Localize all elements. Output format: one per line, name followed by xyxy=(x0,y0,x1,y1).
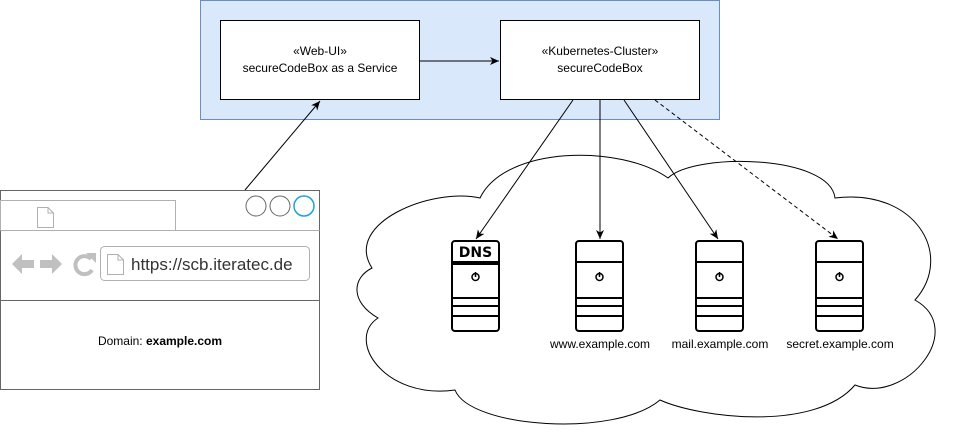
window-button-2[interactable] xyxy=(269,195,291,217)
domain-label: Domain: example.com xyxy=(98,334,222,348)
address-bar[interactable] xyxy=(100,246,310,281)
url-page-icon xyxy=(107,254,124,275)
webui-name: secureCodeBox as a Service xyxy=(243,61,398,75)
cluster-stereotype: «Kubernetes-Cluster» xyxy=(542,44,659,58)
arrow-browser-to-webui xyxy=(244,100,321,191)
arrow-cluster-to-mail xyxy=(623,99,719,240)
browser-window: https://scb.iteratec.de Domain: example.… xyxy=(0,190,320,390)
network-cloud xyxy=(356,154,936,425)
dns-badge: DNS xyxy=(459,245,492,261)
tab-page-icon xyxy=(37,207,54,228)
forward-arrow-icon[interactable] xyxy=(40,254,62,274)
domain-prefix: Domain: xyxy=(98,334,146,348)
arrow-cluster-to-dns xyxy=(475,99,574,240)
arrow-cluster-to-secret xyxy=(654,99,839,240)
secret-server-label: secret.example.com xyxy=(786,337,893,351)
window-button-1[interactable] xyxy=(245,195,267,217)
dns-server-icon: DNS xyxy=(451,240,500,332)
webui-stereotype: «Web-UI» xyxy=(293,44,347,58)
www-server-icon xyxy=(575,240,624,332)
browser-tab[interactable] xyxy=(0,200,176,231)
cluster-name: secureCodeBox xyxy=(557,61,642,75)
www-server-label: www.example.com xyxy=(549,337,650,351)
secret-server-icon xyxy=(815,240,864,332)
webui-box: «Web-UI» secureCodeBox as a Service xyxy=(220,20,420,100)
url-text: https://scb.iteratec.de xyxy=(131,255,293,274)
reload-icon[interactable] xyxy=(73,253,96,277)
window-button-3[interactable] xyxy=(293,195,315,217)
cluster-box: «Kubernetes-Cluster» secureCodeBox xyxy=(500,20,700,100)
domain-value: example.com xyxy=(146,334,222,348)
mail-server-label: mail.example.com xyxy=(672,337,769,351)
mail-server-icon xyxy=(695,240,744,332)
back-arrow-icon[interactable] xyxy=(12,254,34,274)
